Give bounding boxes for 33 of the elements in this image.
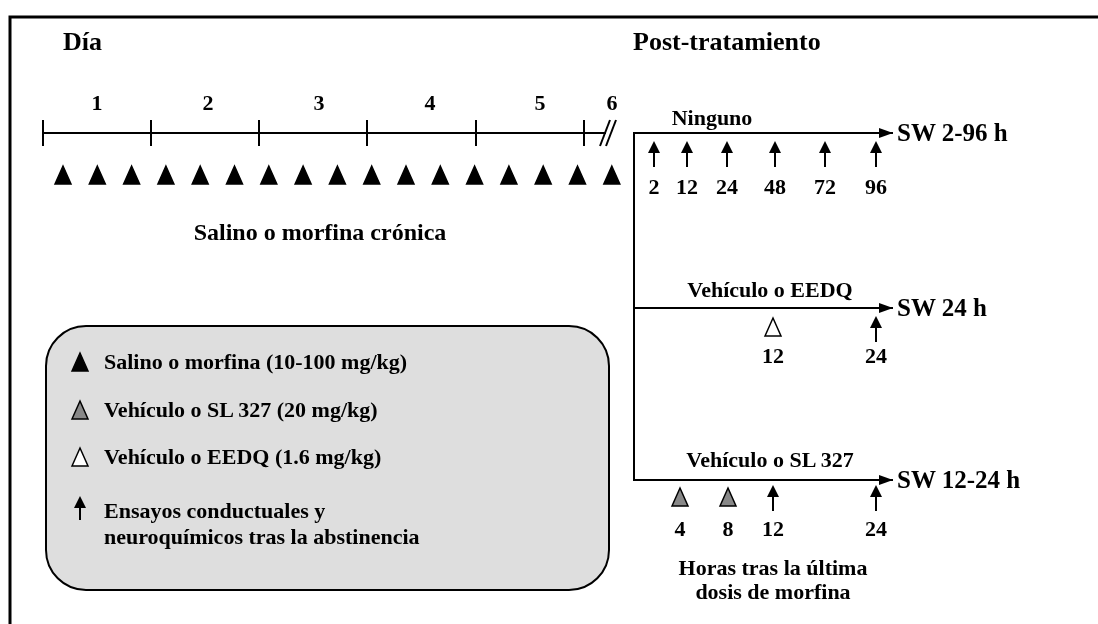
phase-label: Salino o morfina crónica bbox=[193, 218, 447, 246]
day-number: 4 bbox=[424, 90, 436, 116]
hour-number: 12 bbox=[762, 343, 784, 369]
day-number: 1 bbox=[91, 90, 103, 116]
branch-label: Vehículo o SL 327 bbox=[686, 447, 854, 473]
hour-number: 48 bbox=[764, 174, 786, 200]
day-number: 5 bbox=[534, 90, 546, 116]
hour-number: 12 bbox=[762, 516, 784, 542]
hour-number: 96 bbox=[865, 174, 887, 200]
branch-label: Ninguno bbox=[671, 105, 753, 131]
hour-number: 4 bbox=[674, 516, 686, 542]
outcome-label: SW 24 h bbox=[897, 294, 987, 322]
hour-number: 72 bbox=[814, 174, 836, 200]
heading: Día bbox=[63, 27, 102, 57]
legend-text: Ensayos conductuales y neuroquímicos tras la abstinencia bbox=[104, 497, 421, 551]
hour-number: 12 bbox=[676, 174, 698, 200]
hour-number: 24 bbox=[865, 343, 887, 369]
day-number: 6 bbox=[606, 90, 618, 116]
legend-text: Vehículo o EEDQ (1.6 mg/kg) bbox=[104, 444, 382, 470]
day-number: 2 bbox=[202, 90, 214, 116]
day-number: 3 bbox=[313, 90, 325, 116]
heading: Post-tratamiento bbox=[633, 27, 821, 57]
outcome-label: SW 2-96 h bbox=[897, 119, 1008, 147]
hour-number: 2 bbox=[648, 174, 660, 200]
hour-number: 24 bbox=[865, 516, 887, 542]
axis-title: Horas tras la última dosis de morfina bbox=[677, 555, 869, 605]
outcome-label: SW 12-24 h bbox=[897, 466, 1021, 494]
legend-text: Salino o morfina (10-100 mg/kg) bbox=[104, 349, 408, 375]
branch-label: Vehículo o EEDQ bbox=[687, 277, 853, 303]
legend-text: Vehículo o SL 327 (20 mg/kg) bbox=[104, 397, 378, 423]
arrow bbox=[633, 128, 894, 138]
hour-number: 24 bbox=[716, 174, 738, 200]
hour-number: 8 bbox=[722, 516, 734, 542]
